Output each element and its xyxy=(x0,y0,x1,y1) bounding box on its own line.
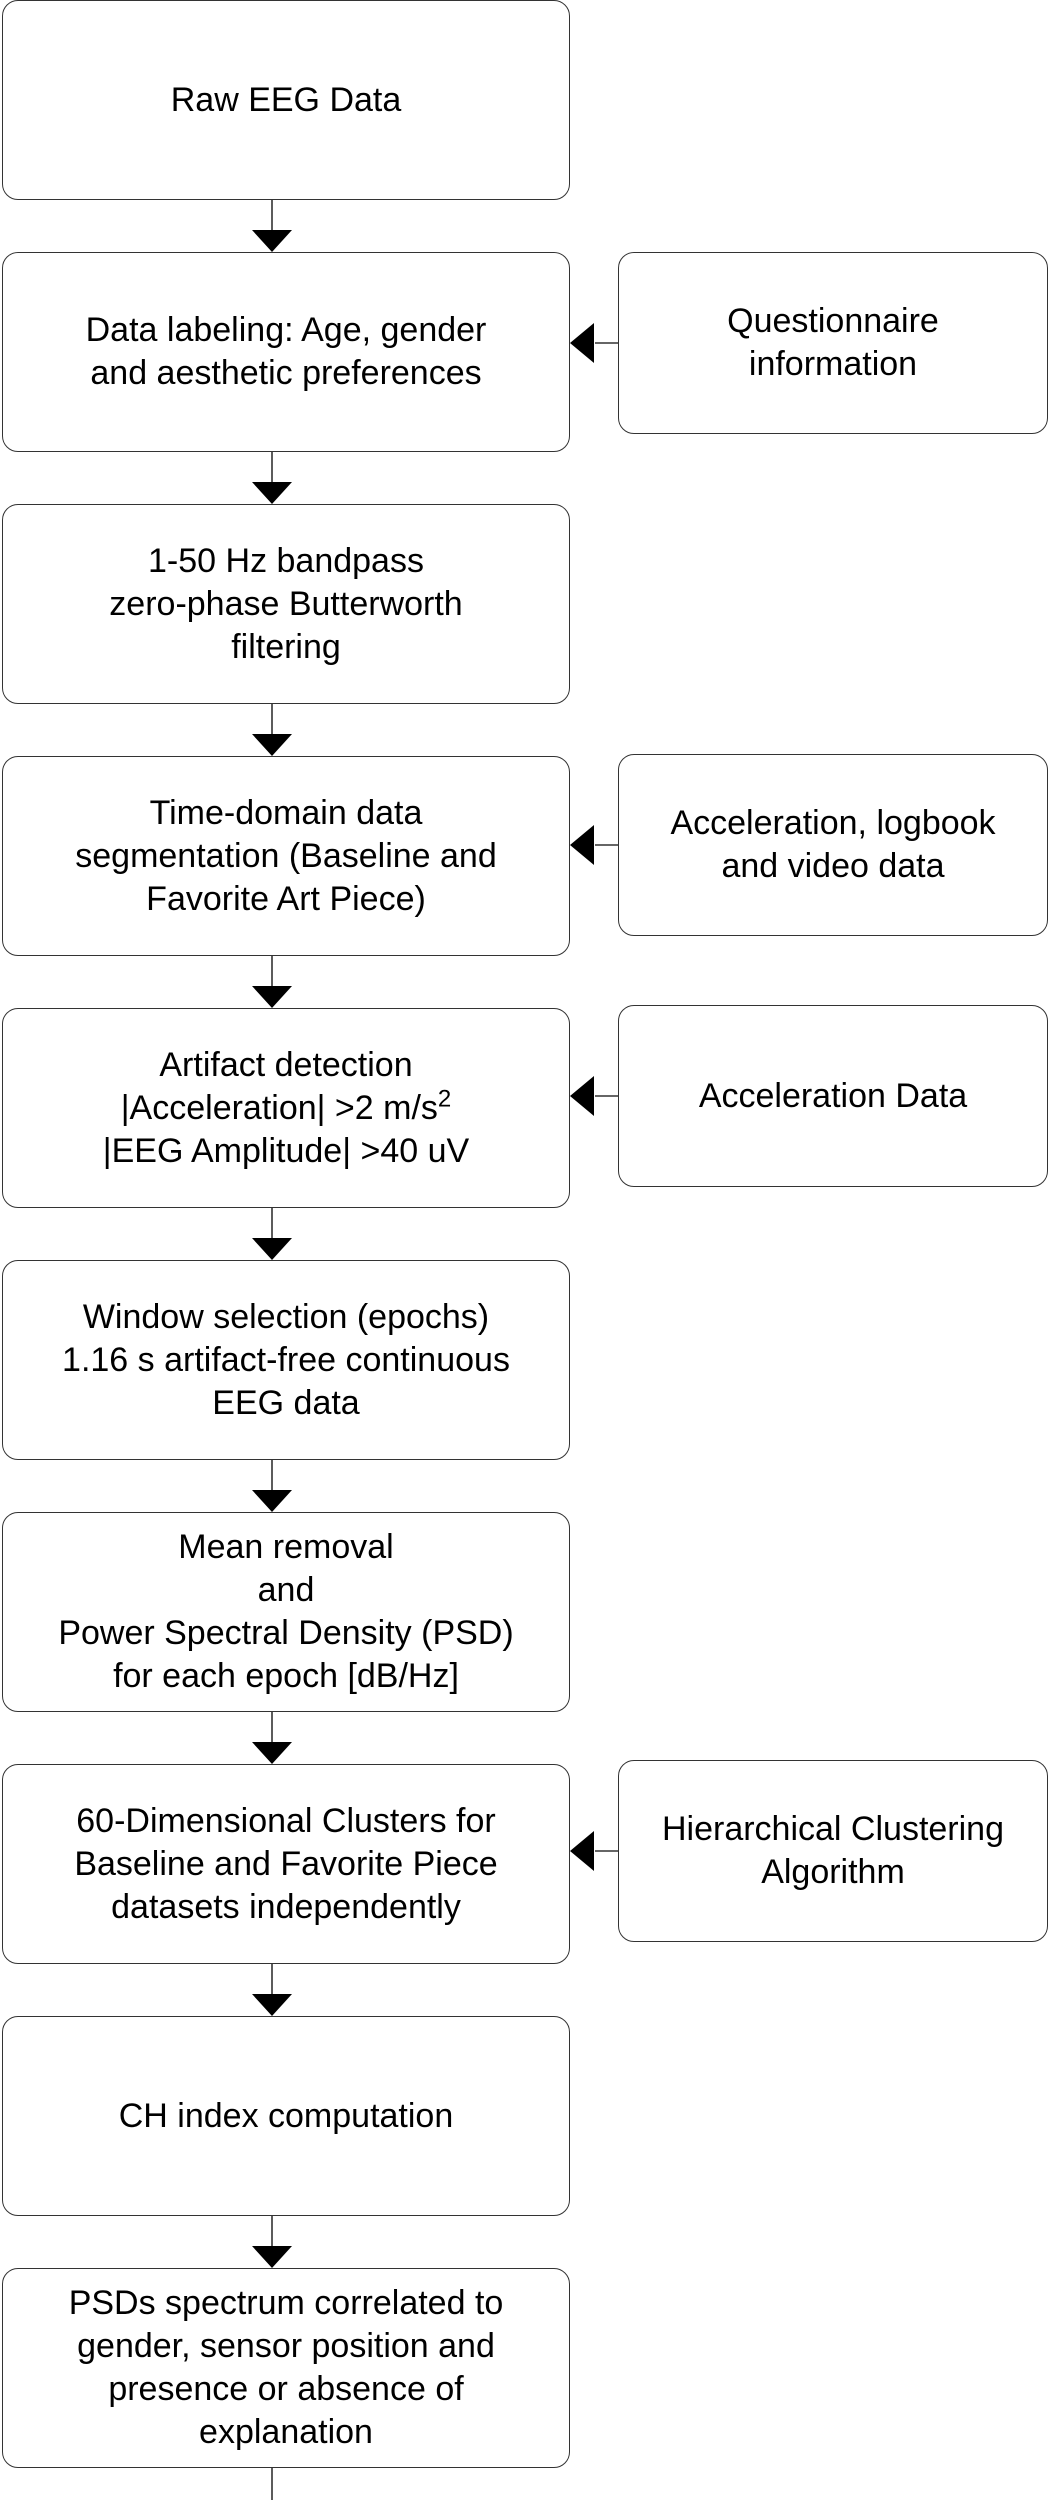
left-arrowhead-4 xyxy=(570,1831,594,1871)
left-arrowhead-1 xyxy=(570,323,594,363)
down-arrowhead-8 xyxy=(252,1994,292,2016)
step-label: Raw EEG Data xyxy=(170,80,402,119)
step-label: EEG data xyxy=(212,1383,360,1422)
step-data-labeling: Data labeling: Age, gender and aesthetic… xyxy=(2,252,570,452)
input-acceleration-logbook-video: Acceleration, logbook and video data xyxy=(618,754,1048,936)
step-label: segmentation (Baseline and xyxy=(75,836,497,875)
down-arrowhead-1 xyxy=(252,230,292,252)
down-arrowhead-4 xyxy=(252,986,292,1008)
step-label: datasets independently xyxy=(111,1887,461,1926)
step-label: Artifact detection xyxy=(159,1045,413,1084)
input-label: Hierarchical Clustering xyxy=(661,1810,1004,1848)
input-label: Questionnaire xyxy=(727,302,939,340)
down-arrowhead-3 xyxy=(252,734,292,756)
step-label: |EEG Amplitude| >40 uV xyxy=(102,1131,470,1170)
step-label: Time-domain data xyxy=(149,793,423,832)
step-label: PSDs spectrum correlated to xyxy=(68,2284,504,2322)
step-label: 60-Dimensional Clusters for xyxy=(76,1801,496,1840)
acceleration-threshold-text: |Acceleration| >2 m/s xyxy=(120,1088,438,1127)
down-arrowhead-6 xyxy=(252,1490,292,1512)
superscript-exponent: 2 xyxy=(437,1085,452,1113)
down-arrowhead-2 xyxy=(252,482,292,504)
step-label: gender, sensor position and xyxy=(77,2327,495,2365)
step-label: and aesthetic preferences xyxy=(90,354,482,392)
step-raw-eeg-data: Raw EEG Data xyxy=(2,0,570,200)
down-arrowhead-5 xyxy=(252,1238,292,1260)
step-ch-index-computation: CH index computation xyxy=(2,2016,570,2216)
step-60-dimensional-clusters: 60-Dimensional Clusters for Baseline and… xyxy=(2,1764,570,1964)
input-label: Algorithm xyxy=(761,1853,905,1891)
input-hierarchical-clustering: Hierarchical Clustering Algorithm xyxy=(618,1760,1048,1942)
input-acceleration-data: Acceleration Data xyxy=(618,1005,1048,1187)
step-label: 1-50 Hz bandpass xyxy=(148,541,424,580)
step-label: zero-phase Butterworth xyxy=(109,584,463,623)
step-label: Favorite Art Piece) xyxy=(146,879,426,918)
step-label: and xyxy=(257,1571,315,1609)
input-questionnaire-information: Questionnaire information xyxy=(618,252,1048,434)
step-label: for each epoch [dB/Hz] xyxy=(113,1657,459,1695)
step-time-domain-segmentation: Time-domain data segmentation (Baseline … xyxy=(2,756,570,956)
down-arrowhead-9 xyxy=(252,2246,292,2268)
step-label: Data labeling: Age, gender xyxy=(85,311,487,349)
step-label: Power Spectral Density (PSD) xyxy=(58,1614,514,1652)
step-label: Baseline and Favorite Piece xyxy=(74,1844,498,1883)
step-label: filtering xyxy=(231,627,341,666)
step-window-selection: Window selection (epochs) 1.16 s artifac… xyxy=(2,1260,570,1460)
step-label: presence or absence of xyxy=(108,2370,464,2408)
step-artifact-detection: Artifact detection |Acceleration| >2 m/s… xyxy=(2,1008,570,1208)
input-label: information xyxy=(748,345,918,383)
step-label: explanation xyxy=(199,2413,373,2451)
step-psd-spectrum-correlation: PSDs spectrum correlated to gender, sens… xyxy=(2,2268,570,2468)
step-label-acceleration: |Acceleration| >2 m/s2 xyxy=(121,1087,452,1130)
step-label: Mean removal xyxy=(178,1528,394,1566)
step-bandpass-filtering: 1-50 Hz bandpass zero-phase Butterworth … xyxy=(2,504,570,704)
step-label: CH index computation xyxy=(118,2096,454,2135)
left-arrowhead-2 xyxy=(570,825,594,865)
step-label: 1.16 s artifact-free continuous xyxy=(62,1340,510,1379)
step-mean-removal-psd: Mean removal and Power Spectral Density … xyxy=(2,1512,570,1712)
left-arrowhead-3 xyxy=(570,1076,594,1116)
input-label: Acceleration, logbook xyxy=(670,804,996,842)
step-label: Window selection (epochs) xyxy=(82,1297,490,1336)
down-arrowhead-7 xyxy=(252,1742,292,1764)
input-label: and video data xyxy=(721,847,945,885)
input-label: Acceleration Data xyxy=(698,1076,968,1115)
